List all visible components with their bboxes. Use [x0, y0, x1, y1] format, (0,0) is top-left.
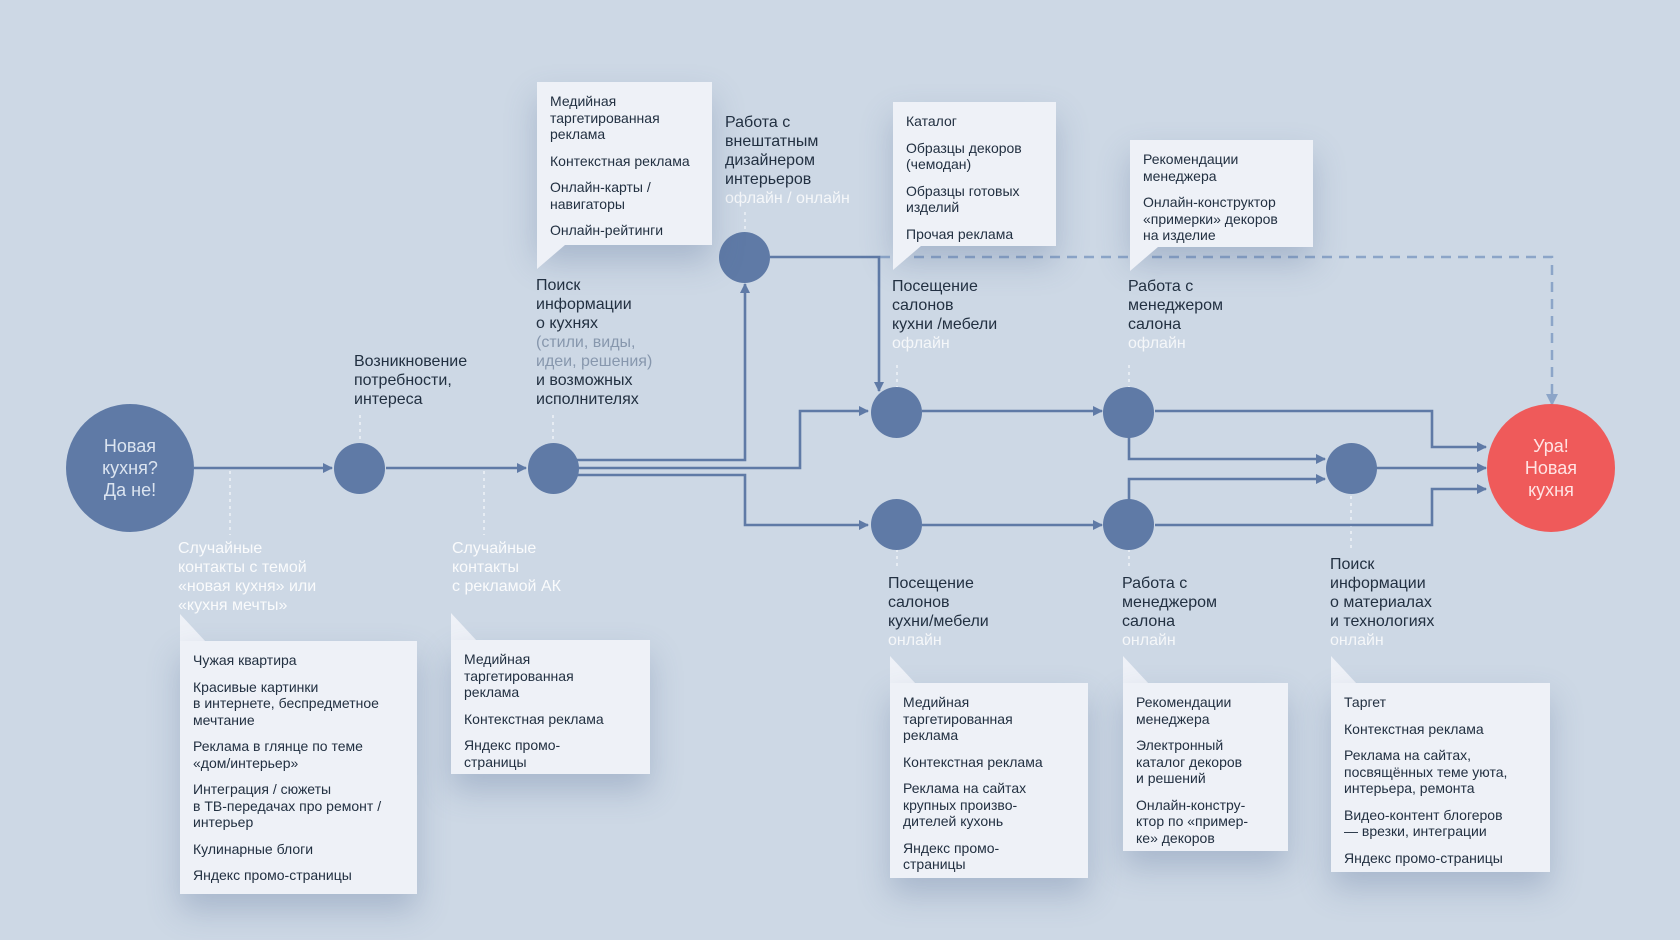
salon-offline-label: Посещение салонов кухни /мебели офлайн	[892, 278, 998, 352]
card-tail	[180, 614, 206, 642]
final-node-label: Ура! Новая кухня	[1524, 436, 1578, 500]
designer-node	[719, 232, 770, 283]
card-salon-online: Медийная таргетированная реклама Контекс…	[890, 683, 1088, 878]
final-node: Ура! Новая кухня	[1487, 404, 1615, 532]
need-node	[334, 443, 385, 494]
card-tail	[451, 613, 477, 641]
search-label: Поиск информации о кухнях (стили, виды, …	[536, 277, 653, 408]
manager-online-label: Работа с менеджером салона онлайн	[1122, 575, 1218, 649]
salon-online-label: Посещение салонов кухни/мебели онлайн	[888, 575, 989, 649]
card-manager-offline: Рекомендации менеджера Онлайн-конструкто…	[1130, 140, 1313, 247]
manager-offline-label: Работа с менеджером салона офлайн	[1128, 278, 1224, 352]
card-tail	[890, 656, 916, 684]
materials-node	[1326, 443, 1377, 494]
card-tail	[1130, 247, 1158, 271]
start-node: Новая кухня? Да не!	[66, 404, 194, 532]
card-tail	[537, 245, 565, 269]
salon-online-node	[871, 499, 922, 550]
random-theme-label: Случайные контакты с темой «новая кухня»…	[178, 540, 317, 614]
card-random-theme: Чужая квартира Красивые картинки в интер…	[180, 641, 417, 894]
card-materials: Таргет Контекстная реклама Реклама на са…	[1331, 683, 1550, 872]
dashed-connector	[880, 255, 1558, 406]
random-ads-label: Случайные контакты с рекламой АК	[452, 540, 561, 595]
search-node	[528, 443, 579, 494]
card-salon-offline: Каталог Образцы декоров (чемодан) Образц…	[893, 102, 1056, 246]
card-tail	[893, 246, 921, 270]
card-tail	[1331, 656, 1357, 684]
card-search: Медийная таргетированная реклама Контекс…	[537, 82, 712, 245]
designer-label: Работа с внештатным дизайнером интерьеро…	[725, 114, 850, 207]
materials-label: Поиск информации о материалах и технолог…	[1330, 556, 1435, 649]
manager-online-node	[1103, 499, 1154, 550]
card-random-ads: Медийная таргетированная реклама Контекс…	[451, 640, 650, 774]
need-label: Возникновение потребности, интереса	[354, 353, 468, 408]
card-manager-online: Рекомендации менеджера Электронный катал…	[1123, 683, 1288, 851]
main-connectors	[194, 255, 1487, 530]
card-tail	[1123, 656, 1149, 684]
start-node-label: Новая кухня? Да не!	[102, 436, 158, 500]
salon-offline-node	[871, 387, 922, 438]
manager-offline-node	[1103, 387, 1154, 438]
